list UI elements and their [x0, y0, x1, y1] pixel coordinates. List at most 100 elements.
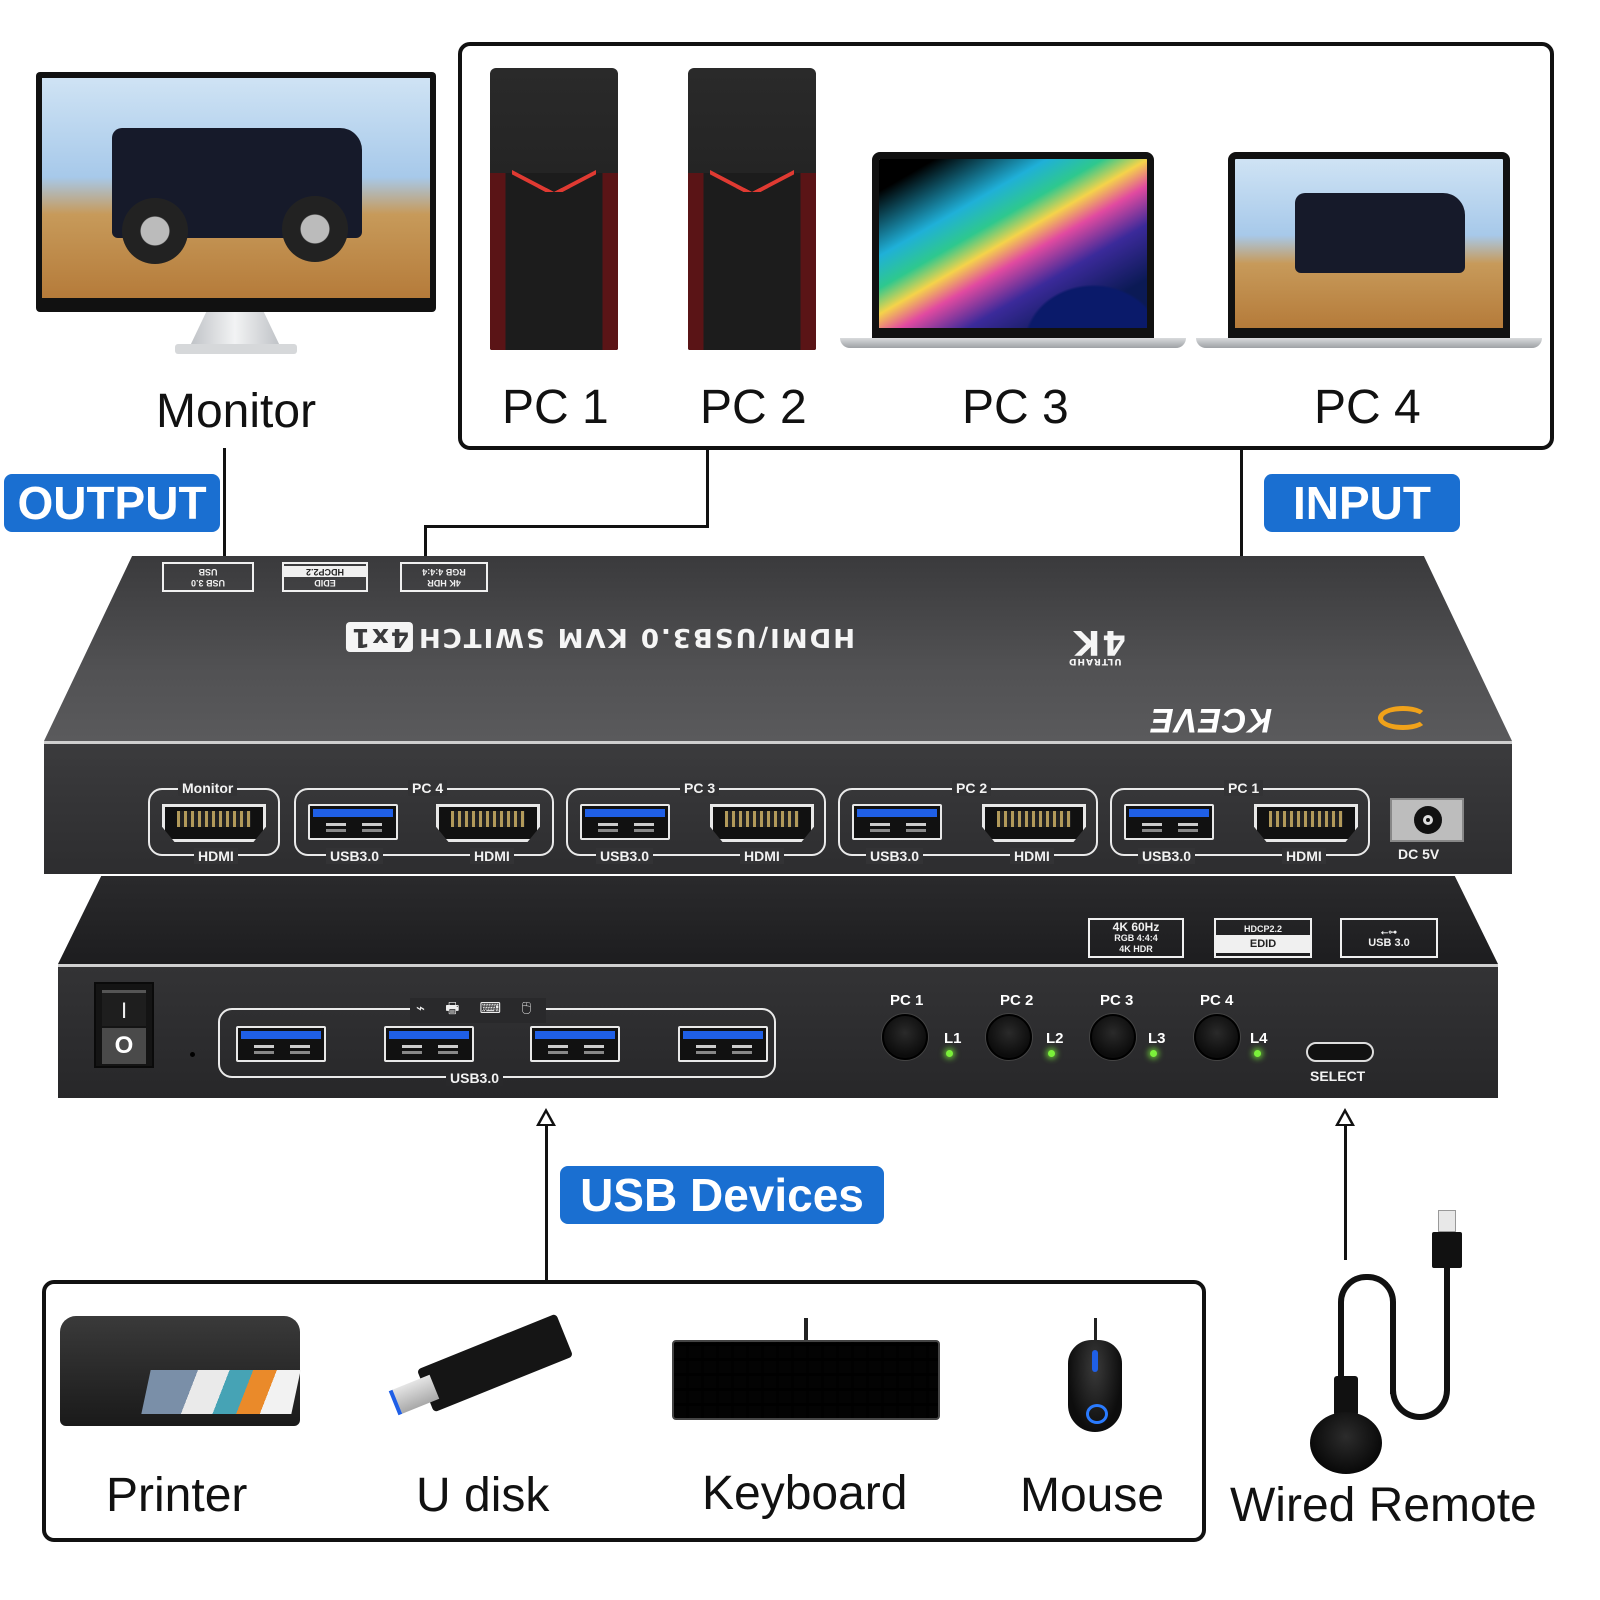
usb3-hub-port-2[interactable]: [384, 1026, 474, 1062]
input-devices-frame: [458, 42, 1554, 450]
hdmi-port[interactable]: [1254, 804, 1358, 842]
mouse-label: Mouse: [1020, 1469, 1165, 1522]
port-group-label: PC 4: [408, 780, 448, 796]
printer-label: Printer: [106, 1469, 248, 1522]
monitor-stand: [190, 312, 280, 346]
port-type-label: HDMI: [1282, 848, 1326, 864]
port-group-label: PC 1: [1224, 780, 1264, 796]
mouse-illustration: [1068, 1340, 1122, 1432]
port-type-label: USB3.0: [596, 848, 654, 864]
pc1-select-button[interactable]: [882, 1014, 928, 1060]
usb3-port[interactable]: [580, 804, 670, 840]
port-group-label: PC 2: [952, 780, 992, 796]
tower-accent: [710, 170, 794, 192]
pc3-laptop-base: [840, 338, 1186, 348]
led-l3-label: L3: [1148, 1030, 1166, 1047]
power-rocker-switch[interactable]: I O: [94, 982, 154, 1068]
select-label: SELECT: [1310, 1068, 1366, 1084]
pc4-laptop-screen: [1228, 152, 1510, 338]
monitor-screen: [36, 72, 436, 312]
pc4-select-button[interactable]: [1194, 1014, 1240, 1060]
usb3-hub-port-4[interactable]: [678, 1026, 768, 1062]
pc2-label: PC 2: [700, 381, 807, 434]
brand-swoosh-icon: [1378, 706, 1428, 730]
port-type-label: HDMI: [740, 848, 784, 864]
pc4-port-group: PC 4 USB3.0 HDMI: [294, 780, 554, 864]
pc1-port-group: PC 1 USB3.0 HDMI: [1110, 780, 1370, 864]
keyboard-illustration: [672, 1340, 940, 1420]
arrow-up-icon: [536, 1108, 556, 1126]
laptop-wallpaper-wave: [879, 159, 1147, 328]
led-l4-indicator: [1254, 1050, 1261, 1057]
usb3-hub-port-3[interactable]: [530, 1026, 620, 1062]
pc2-port-group: PC 2 USB3.0 HDMI: [838, 780, 1098, 864]
usb3-hub-port-1[interactable]: [236, 1026, 326, 1062]
monitor-label: Monitor: [156, 385, 317, 438]
output-tag: OUTPUT: [4, 474, 220, 532]
usb3-port[interactable]: [1124, 804, 1214, 840]
keyboard-cable: [804, 1318, 808, 1340]
kvm-lid: [44, 556, 1512, 741]
printer-paper: [141, 1370, 301, 1414]
usb3-badge: ⭠⊶ USB 3.0: [1340, 918, 1438, 958]
pc4-laptop-base: [1196, 338, 1542, 348]
remote-connector-line: [1344, 1124, 1347, 1260]
pc2-tower-illustration: [688, 68, 816, 350]
usb3-port[interactable]: [308, 804, 398, 840]
lid-title-text: HDMI/USB3.0 KVM SWITCH: [416, 622, 855, 652]
pc-connector-line: [424, 525, 709, 528]
dc-5v-label: DC 5V: [1398, 846, 1440, 862]
port-group-label: PC 3: [680, 780, 720, 796]
power-on-mark: I: [102, 990, 146, 1026]
hdmi-port[interactable]: [436, 804, 540, 842]
usb-c-plug-tip: [1438, 1210, 1456, 1232]
port-type-label: USB3.0: [866, 848, 924, 864]
port-type-label: HDMI: [1010, 848, 1054, 864]
pc-connector-line: [706, 448, 709, 528]
remote-cable: [1390, 1330, 1450, 1420]
ultrahd-text: ULTRAHD: [1068, 656, 1122, 666]
truck-shape: [1295, 193, 1465, 273]
select-usb-c-port[interactable]: [1306, 1042, 1374, 1062]
usb-device-type-icons: ⌁ 🖶 ⌨ 🖰: [410, 998, 546, 1023]
lid-title-badge: 4x1: [346, 622, 413, 652]
pinhole: [190, 1052, 195, 1057]
pc3-select-button[interactable]: [1090, 1014, 1136, 1060]
truck-wheel: [122, 198, 188, 264]
pc2-select-button[interactable]: [986, 1014, 1032, 1060]
hdmi-port[interactable]: [982, 804, 1086, 842]
usb-hub-port-group: ⌁ 🖶 ⌨ 🖰 USB3.0: [218, 998, 776, 1086]
led-l1-label: L1: [944, 1030, 962, 1047]
led-l1-indicator: [946, 1050, 953, 1057]
port-type-label: USB3.0: [326, 848, 384, 864]
u-disk-label: U disk: [416, 1469, 550, 1522]
led-l2-indicator: [1048, 1050, 1055, 1057]
led-l2-label: L2: [1046, 1030, 1064, 1047]
pc3-port-group: PC 3 USB3.0 HDMI: [566, 780, 826, 864]
mouse-cable: [1094, 1318, 1097, 1340]
pc1-button-label: PC 1: [890, 992, 924, 1009]
port-type-label: HDMI: [470, 848, 514, 864]
port-type-label: USB3.0: [1138, 848, 1196, 864]
arrow-up-icon: [1335, 1108, 1355, 1126]
dc-power-jack[interactable]: [1390, 798, 1464, 842]
remote-neck: [1334, 1376, 1358, 1416]
pc1-tower-illustration: [490, 68, 618, 350]
remote-cable: [1444, 1266, 1450, 1346]
usb3-port[interactable]: [852, 804, 942, 840]
monitor-base: [175, 344, 297, 354]
input-tag: INPUT: [1264, 474, 1460, 532]
port-type-label: USB3.0: [446, 1070, 504, 1086]
power-off-mark: O: [102, 1028, 146, 1064]
kceve-brand-logo: KCEVE: [1150, 701, 1273, 739]
hdmi-port[interactable]: [162, 804, 266, 842]
hdmi-port[interactable]: [710, 804, 814, 842]
pc3-laptop-screen: [872, 152, 1154, 338]
monitor-wallpaper-rally-truck: [42, 78, 430, 298]
pc3-label: PC 3: [962, 381, 1069, 434]
usb-c-plug: [1432, 1232, 1462, 1268]
usb-devices-connector-line: [545, 1124, 548, 1282]
